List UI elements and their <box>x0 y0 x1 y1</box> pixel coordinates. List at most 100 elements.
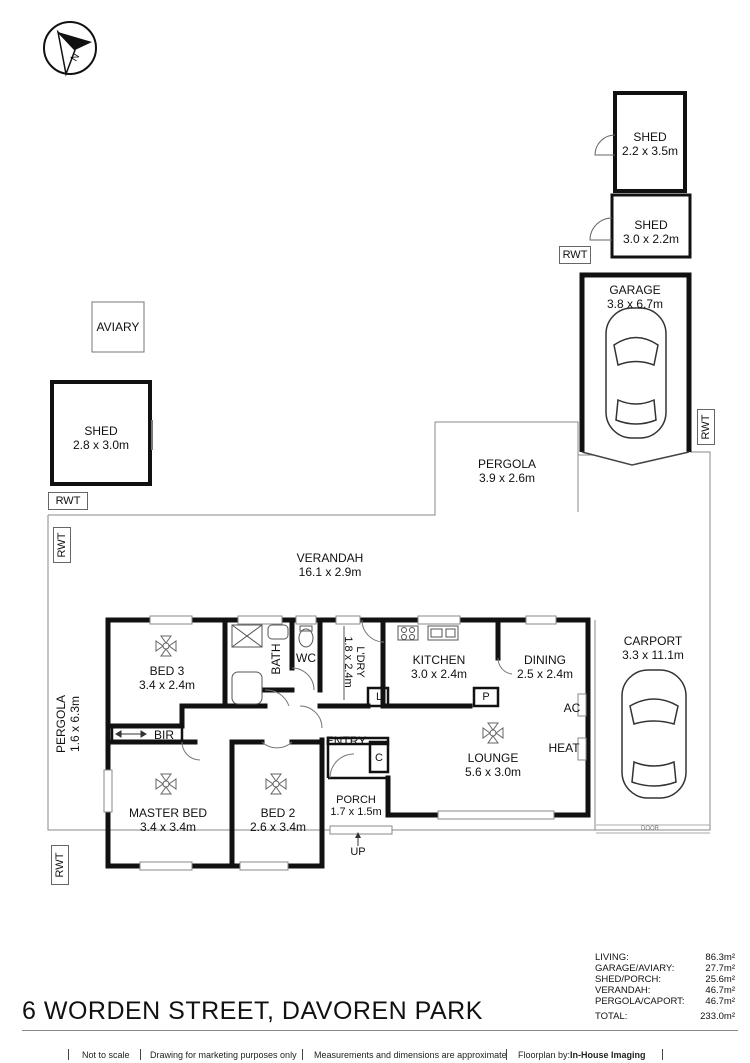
ceiling-fan-icon <box>155 635 504 795</box>
car-icon <box>621 669 687 799</box>
footer-floorplan-by: Floorplan by: <box>518 1050 571 1060</box>
room-name: SHED <box>84 424 118 438</box>
room-name: CARPORT <box>623 634 683 648</box>
room-name: SHED <box>633 130 667 144</box>
room-name: PERGOLA <box>477 457 537 471</box>
room-name: AC <box>563 701 581 715</box>
room-name: LOUNGE <box>467 751 519 765</box>
room-name: KITCHEN <box>412 653 466 667</box>
room-name: DOOR <box>641 826 659 832</box>
ac-label: AC <box>560 701 584 715</box>
up-label: UP <box>346 845 370 859</box>
garage-outline <box>579 272 692 452</box>
aviary-outline <box>91 301 145 353</box>
room-dims: 1.6 x 6.3m <box>68 695 82 753</box>
room-name: BED 2 <box>260 806 296 820</box>
room-dims: 3.4 x 3.4m <box>139 820 197 834</box>
footer: Not to scale Drawing for marketing purpo… <box>0 1047 750 1063</box>
room-dims: 2.8 x 3.0m <box>72 438 130 452</box>
room-name: MASTER BED <box>128 806 207 820</box>
rwt-tank: RWT <box>53 527 71 563</box>
area-row: GARAGE/AVIARY:27.7m² <box>595 963 735 974</box>
room-name: SHED <box>634 218 668 232</box>
room-dims: 3.9 x 2.6m <box>478 471 536 485</box>
wc-label: WC <box>294 651 318 665</box>
aviary-label: AVIARY <box>92 320 144 334</box>
room-dims: 3.3 x 11.1m <box>622 648 684 662</box>
rwt-tank: RWT <box>697 409 715 445</box>
room-dims: 3.0 x 2.4m <box>410 667 468 681</box>
room-name: AVIARY <box>96 320 140 334</box>
room-name: VERANDAH <box>296 551 364 565</box>
footer-brand: In-House Imaging <box>570 1050 646 1060</box>
room-name: L'DRY <box>354 646 366 678</box>
room-name: GARAGE <box>609 283 661 297</box>
footer-approx: Measurements and dimensions are approxim… <box>314 1050 507 1060</box>
room-name: L <box>375 691 383 703</box>
room-name: HEAT <box>548 741 580 755</box>
room-name: BIR <box>153 728 174 742</box>
site-outline <box>47 421 711 831</box>
pantry-label: P <box>476 690 496 704</box>
room-dims: 1.7 x 1.5m <box>330 806 382 818</box>
room-name: C <box>375 752 383 764</box>
room-name: DINING <box>524 653 566 667</box>
entry-label: ENTRY <box>324 734 368 748</box>
room-name: BATH <box>269 643 283 675</box>
area-total: TOTAL:233.0m² <box>595 1011 735 1022</box>
rwt-tank: RWT <box>559 246 591 264</box>
shed-mid <box>610 193 692 259</box>
area-row: SHED/PORCH:25.6m² <box>595 974 735 985</box>
bath-fixtures <box>231 624 459 705</box>
room-name: WC <box>296 651 316 665</box>
room-name: P <box>482 691 490 703</box>
room-dims: 3.4 x 2.4m <box>138 678 196 692</box>
bath-label: BATH <box>269 641 283 677</box>
room-name: BED 3 <box>149 664 185 678</box>
room-name: PERGOLA <box>54 694 68 754</box>
carport-door-label: DOOR <box>630 825 670 833</box>
room-dims: 2.6 x 3.4m <box>249 820 307 834</box>
divider <box>22 1030 738 1031</box>
coat-cupboard-label: C <box>371 751 387 765</box>
area-row: PERGOLA/CAPORT:46.7m² <box>595 996 735 1007</box>
room-name: ENTRY <box>325 734 367 748</box>
property-title: 6 WORDEN STREET, DAVOREN PARK <box>22 997 483 1025</box>
heat-label: HEAT <box>546 741 582 755</box>
room-dims: 2.2 x 3.5m <box>621 144 679 158</box>
area-row: VERANDAH:46.7m² <box>595 985 735 996</box>
room-dims: 2.5 x 2.4m <box>516 667 574 681</box>
room-dims: 3.0 x 2.2m <box>622 232 680 246</box>
shed-top <box>613 91 687 193</box>
room-name: UP <box>350 846 366 858</box>
room-dims: 1.8 x 2.4m <box>342 636 354 688</box>
room-name: PORCH <box>336 794 376 806</box>
area-row: LIVING:86.3m² <box>595 952 735 963</box>
area-summary: LIVING:86.3m² GARAGE/AVIARY:27.7m² SHED/… <box>595 952 735 1022</box>
room-dims: 16.1 x 2.9m <box>298 565 362 579</box>
rwt-tank: RWT <box>48 492 88 510</box>
room-dims: 5.6 x 3.0m <box>464 765 522 779</box>
room-dims: 3.8 x 6.7m <box>606 297 664 311</box>
svg-text:N: N <box>69 52 82 64</box>
bir-label: BIR <box>150 728 178 742</box>
l-cupboard-label: L <box>370 690 388 704</box>
rwt-tank: RWT <box>51 845 69 885</box>
footer-not-to-scale: Not to scale <box>82 1050 130 1060</box>
